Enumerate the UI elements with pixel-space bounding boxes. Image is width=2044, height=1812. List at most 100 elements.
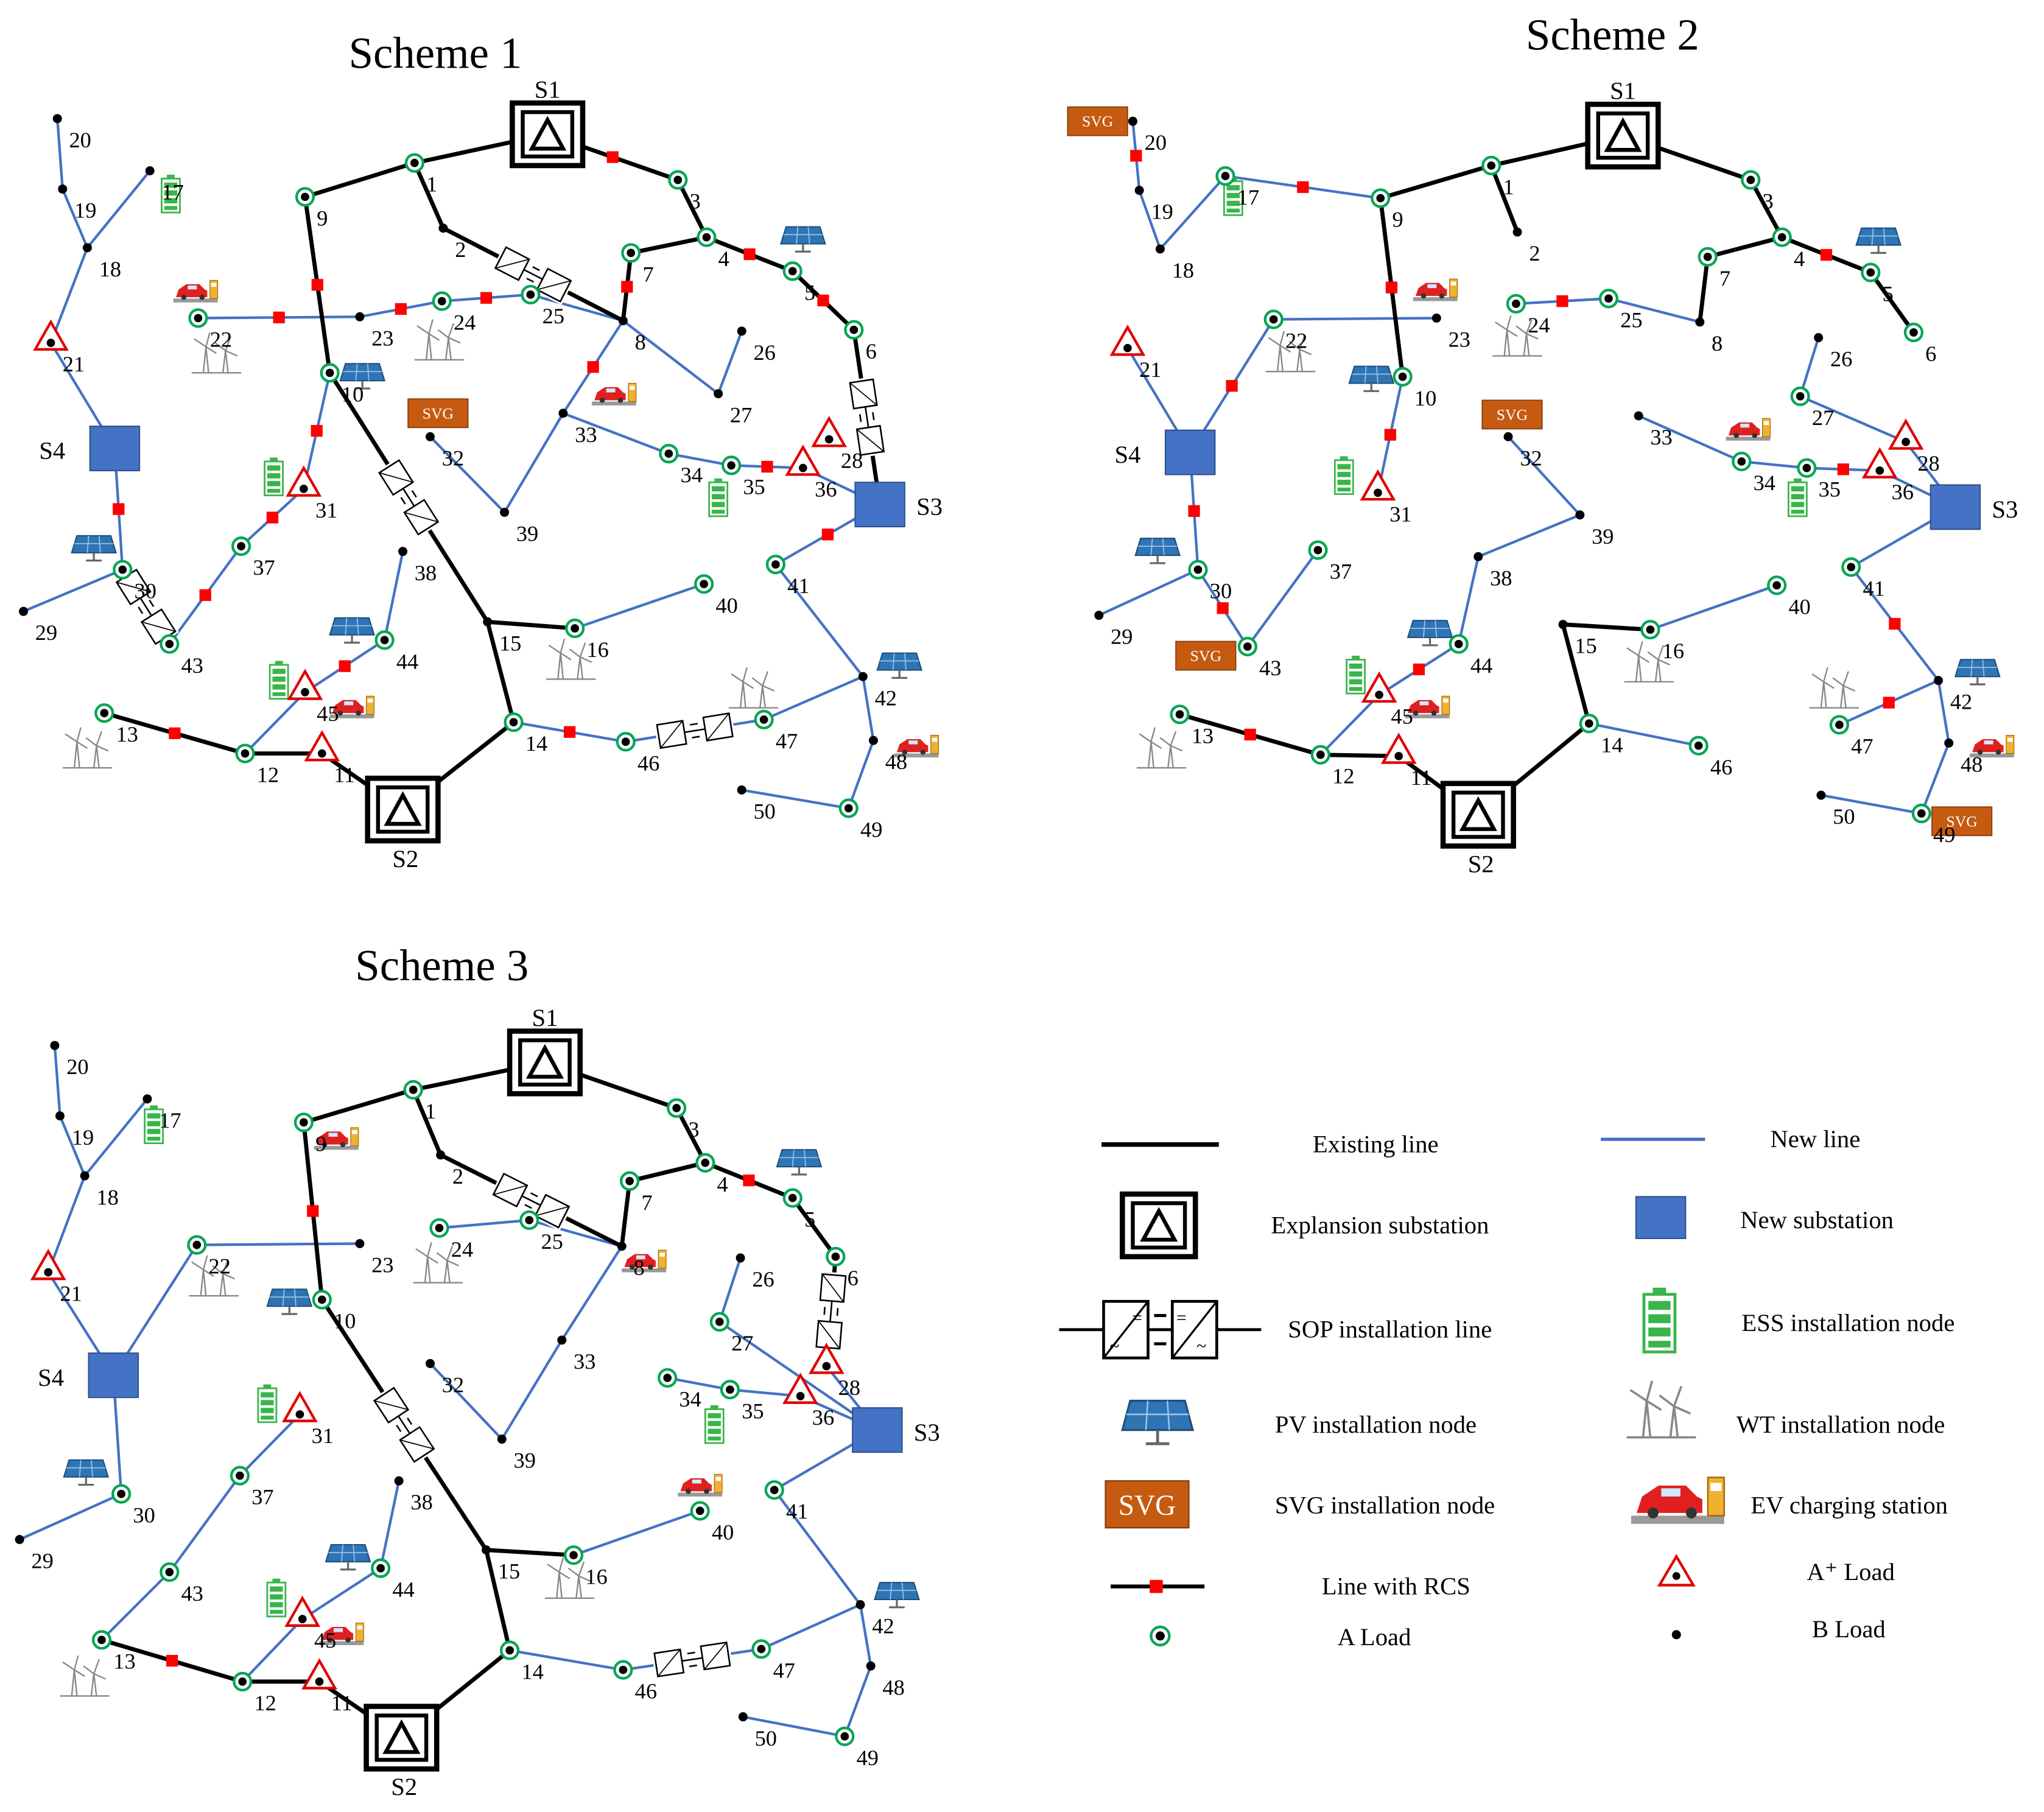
node-dot xyxy=(569,1551,578,1560)
svg-box-label: SVG xyxy=(1082,113,1113,130)
node-label: 2 xyxy=(452,1164,463,1189)
new-line xyxy=(439,1218,530,1229)
rcs-switch-icon xyxy=(311,424,323,437)
b-load-node xyxy=(858,672,868,681)
svg-box-icon: SVG xyxy=(1931,806,1993,837)
new-line xyxy=(530,293,623,322)
new-line xyxy=(500,1339,563,1440)
node-dot xyxy=(46,339,55,347)
node-label: 24 xyxy=(454,311,476,335)
svg-text:~: ~ xyxy=(1196,1336,1206,1356)
node-label: 6 xyxy=(1925,342,1936,366)
node-label: 11 xyxy=(1411,765,1432,790)
ev-charger-icon xyxy=(1726,418,1771,441)
ev-charger-icon xyxy=(1631,1477,1725,1524)
svg-box-label: SVG xyxy=(1497,406,1528,423)
node-label: 24 xyxy=(451,1237,473,1262)
new-line xyxy=(563,412,670,455)
node-label: 33 xyxy=(1650,425,1672,449)
node-label: 40 xyxy=(712,1520,734,1544)
existing-line xyxy=(412,162,446,230)
node-label: 50 xyxy=(755,1726,777,1751)
substation-icon xyxy=(363,1704,440,1772)
new-line xyxy=(843,1665,873,1737)
substation-label: S3 xyxy=(914,1419,940,1446)
b-load-node xyxy=(1634,411,1643,421)
new-line xyxy=(862,676,875,741)
aplus-load-node xyxy=(782,1372,818,1404)
b-load-node xyxy=(500,507,510,517)
node-label: 30 xyxy=(135,579,156,603)
solar-panel-icon xyxy=(776,1149,823,1176)
node-label: 47 xyxy=(776,729,798,753)
node-label: 4 xyxy=(718,247,729,271)
node-label: 3 xyxy=(1763,189,1774,214)
node-dot xyxy=(571,624,580,633)
solar-panel-icon xyxy=(1134,538,1181,564)
b-load-node xyxy=(355,1239,365,1248)
substation-icon xyxy=(365,775,441,844)
new-substation-icon xyxy=(1164,429,1216,476)
node-dot xyxy=(771,560,780,569)
node-label: 18 xyxy=(99,257,121,281)
new-line xyxy=(1457,556,1480,645)
node-label: 36 xyxy=(812,1405,834,1430)
node-label: 31 xyxy=(315,498,337,522)
substation-icon xyxy=(507,1028,583,1097)
node-label: 4 xyxy=(1794,247,1805,271)
node-label: 29 xyxy=(35,620,57,645)
substation-icon xyxy=(1585,102,1661,170)
aplus-load-node xyxy=(282,1391,318,1422)
b-load-node xyxy=(1128,116,1137,126)
aplus-load-node xyxy=(1380,732,1417,764)
node-label: 46 xyxy=(635,1679,657,1704)
node-label: 34 xyxy=(679,1387,701,1411)
new-line xyxy=(1098,568,1199,617)
node-label: 44 xyxy=(392,1578,414,1602)
wind-turbine-icon xyxy=(413,1242,463,1284)
scheme-2: Scheme 2SVGSVGSVGSVGS1S2S3S4123456789101… xyxy=(1067,10,2018,877)
substation-label: S4 xyxy=(39,437,65,465)
node-dot xyxy=(1175,710,1184,719)
substation-icon xyxy=(1120,1191,1198,1260)
node-dot xyxy=(1376,194,1385,203)
rcs-switch-icon xyxy=(1384,429,1396,441)
substation-label: S1 xyxy=(535,76,561,104)
node-label: 17 xyxy=(159,1108,181,1132)
node-dot xyxy=(1398,372,1407,381)
node-dot xyxy=(505,1646,514,1655)
node-label: 26 xyxy=(753,340,775,365)
node-label: 49 xyxy=(857,1746,879,1770)
substation-label: S2 xyxy=(392,845,418,873)
new-line xyxy=(168,1475,241,1573)
node-label: 41 xyxy=(786,1499,808,1523)
aplus-load-node xyxy=(304,729,340,762)
node-label: 9 xyxy=(1393,208,1403,232)
wind-turbine-icon xyxy=(1626,1380,1696,1439)
new-line xyxy=(429,1362,503,1441)
node-dot xyxy=(301,192,309,202)
substation-label: S3 xyxy=(916,493,943,521)
node-label: 32 xyxy=(442,446,464,470)
sop-converter-icon xyxy=(651,1639,733,1680)
b-load-node xyxy=(142,1094,152,1104)
new-line xyxy=(760,1603,861,1651)
new-substation-icon xyxy=(88,1352,139,1399)
existing-line xyxy=(675,1107,708,1164)
node-label: 49 xyxy=(860,818,882,842)
node-label: 17 xyxy=(161,180,183,205)
node-dot xyxy=(44,1268,53,1277)
legend-svg-box-text: SVG xyxy=(1119,1490,1176,1522)
node-dot xyxy=(1512,300,1520,308)
node-label: 12 xyxy=(1332,764,1354,788)
node-label: 26 xyxy=(1830,347,1852,371)
node-dot xyxy=(1847,563,1855,572)
rcs-switch-icon xyxy=(621,281,633,293)
existing-line xyxy=(303,1087,414,1125)
b-load-node xyxy=(738,1712,748,1722)
node-dot xyxy=(376,1564,385,1573)
node-dot xyxy=(409,1086,418,1094)
node-label: 33 xyxy=(575,423,597,447)
new-line xyxy=(1649,584,1777,631)
